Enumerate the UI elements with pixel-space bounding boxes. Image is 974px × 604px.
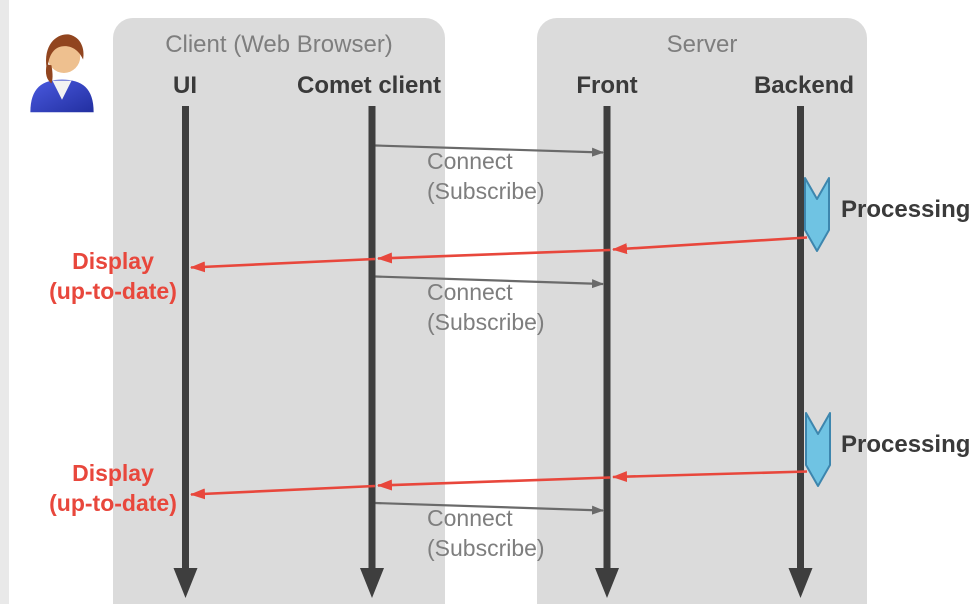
processing-activation-icon-2	[805, 412, 831, 487]
group-title-server: Server	[666, 31, 738, 58]
connect-label-3-line1: Connect	[427, 505, 513, 531]
user-avatar	[18, 26, 106, 118]
page-edge-strip	[0, 0, 9, 604]
lifeline-backend	[788, 106, 813, 598]
connect-label-2-line1: Connect	[427, 279, 513, 305]
display-label-2-line2: (up-to-date)	[49, 490, 177, 516]
connect-label-1-line1: Connect	[427, 148, 513, 174]
display-label-1-line2: (up-to-date)	[49, 278, 177, 304]
actor-label-front: Front	[576, 72, 638, 99]
display-arrow-chain-1	[190, 236, 808, 273]
processing-activation-icon-1	[804, 177, 830, 252]
processing-label-2: Processing	[841, 431, 971, 458]
connect-label-1-line2: (Subscribe)	[427, 178, 545, 204]
display-label-1-line1: Display	[72, 248, 154, 274]
display-label-2-line1: Display	[72, 460, 154, 486]
connect-label-3-line2: (Subscribe)	[427, 535, 545, 561]
connect-arrow-3	[375, 501, 604, 515]
display-arrow-chain-2	[190, 470, 808, 500]
group-box-client	[113, 18, 445, 604]
group-title-client: Client (Web Browser)	[165, 31, 393, 58]
connect-label-2-line2: (Subscribe)	[427, 309, 545, 335]
lifeline-front	[595, 106, 619, 598]
actor-label-comet-client: Comet client	[296, 72, 442, 99]
connect-arrow-1	[375, 144, 604, 157]
connect-label-3: Connect (Subscribe)	[427, 503, 597, 563]
lifeline-comet-client	[360, 106, 384, 598]
display-label-2: Display (up-to-date)	[18, 458, 208, 518]
actor-label-backend: Backend	[753, 72, 855, 99]
display-label-1: Display (up-to-date)	[18, 246, 208, 306]
lifeline-ui	[173, 106, 198, 598]
user-icon	[30, 34, 94, 113]
connect-label-2: Connect (Subscribe)	[427, 277, 597, 337]
connect-arrow-2	[375, 275, 604, 289]
actor-label-ui: UI	[173, 72, 197, 99]
processing-label-1: Processing	[841, 196, 971, 223]
connect-label-1: Connect (Subscribe)	[427, 146, 597, 206]
